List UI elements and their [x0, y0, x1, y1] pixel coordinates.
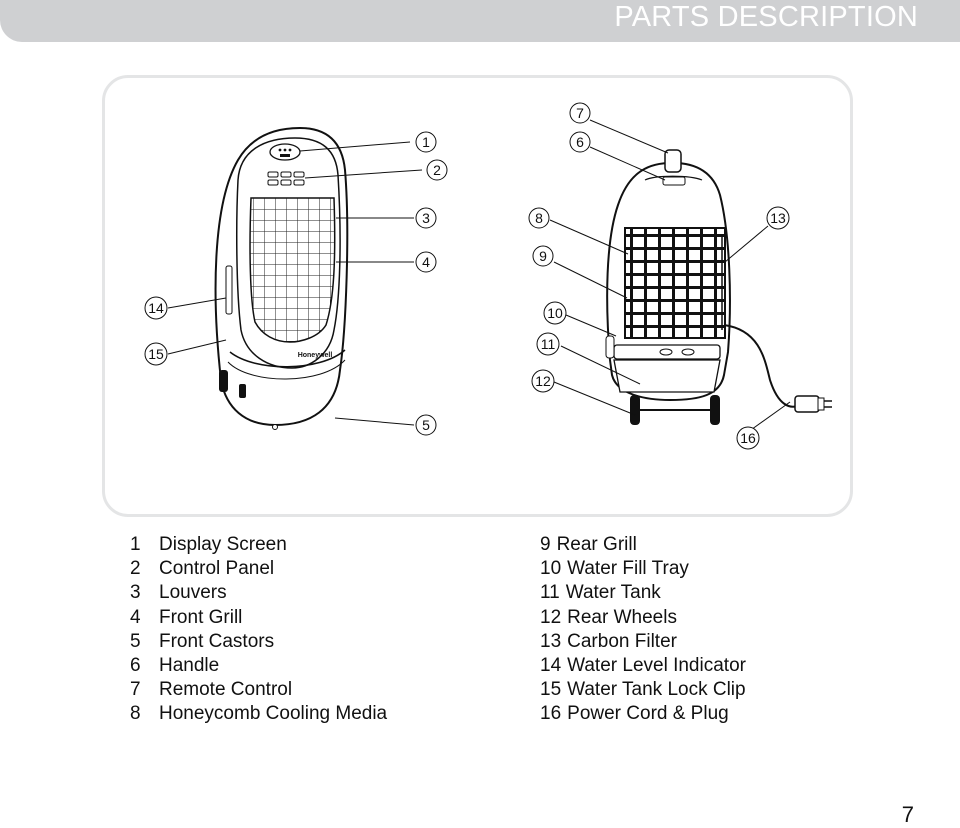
callout-6: 6 — [569, 131, 591, 153]
svg-text:9: 9 — [539, 248, 547, 264]
svg-text:7: 7 — [576, 105, 584, 121]
front-view-unit: Honeywell — [167, 126, 423, 430]
callout-2: 2 — [426, 159, 448, 181]
svg-text:15: 15 — [148, 346, 164, 362]
callout-13: 13 — [766, 206, 790, 230]
svg-text:6: 6 — [576, 134, 584, 150]
callout-4: 4 — [415, 251, 437, 273]
svg-text:2: 2 — [433, 162, 441, 178]
callout-11: 11 — [536, 332, 560, 356]
callout-8: 8 — [528, 207, 550, 229]
callout-15: 15 — [144, 342, 168, 366]
callout-1: 1 — [415, 131, 437, 153]
svg-text:4: 4 — [422, 254, 430, 270]
svg-text:11: 11 — [541, 336, 556, 352]
svg-text:14: 14 — [148, 300, 164, 316]
callout-14: 14 — [144, 296, 168, 320]
svg-text:5: 5 — [422, 417, 430, 433]
svg-text:16: 16 — [740, 430, 756, 446]
callout-3: 3 — [415, 207, 437, 229]
svg-text:12: 12 — [535, 373, 551, 389]
rear-view-unit — [549, 119, 832, 433]
page-title: PARTS DESCRIPTION — [614, 1, 918, 33]
brand-logo: Honeywell — [298, 352, 333, 359]
callout-16: 16 — [736, 426, 760, 450]
svg-text:10: 10 — [547, 305, 563, 321]
callout-5: 5 — [415, 414, 437, 436]
svg-text:13: 13 — [770, 210, 786, 226]
svg-text:1: 1 — [422, 134, 430, 150]
callout-10: 10 — [543, 301, 567, 325]
page-number: 7 — [901, 802, 914, 827]
callout-7: 7 — [569, 102, 591, 124]
svg-text:3: 3 — [422, 210, 430, 226]
callout-9: 9 — [532, 245, 554, 267]
svg-text:8: 8 — [535, 210, 543, 226]
callout-12: 12 — [531, 369, 555, 393]
header-bar — [0, 0, 960, 42]
